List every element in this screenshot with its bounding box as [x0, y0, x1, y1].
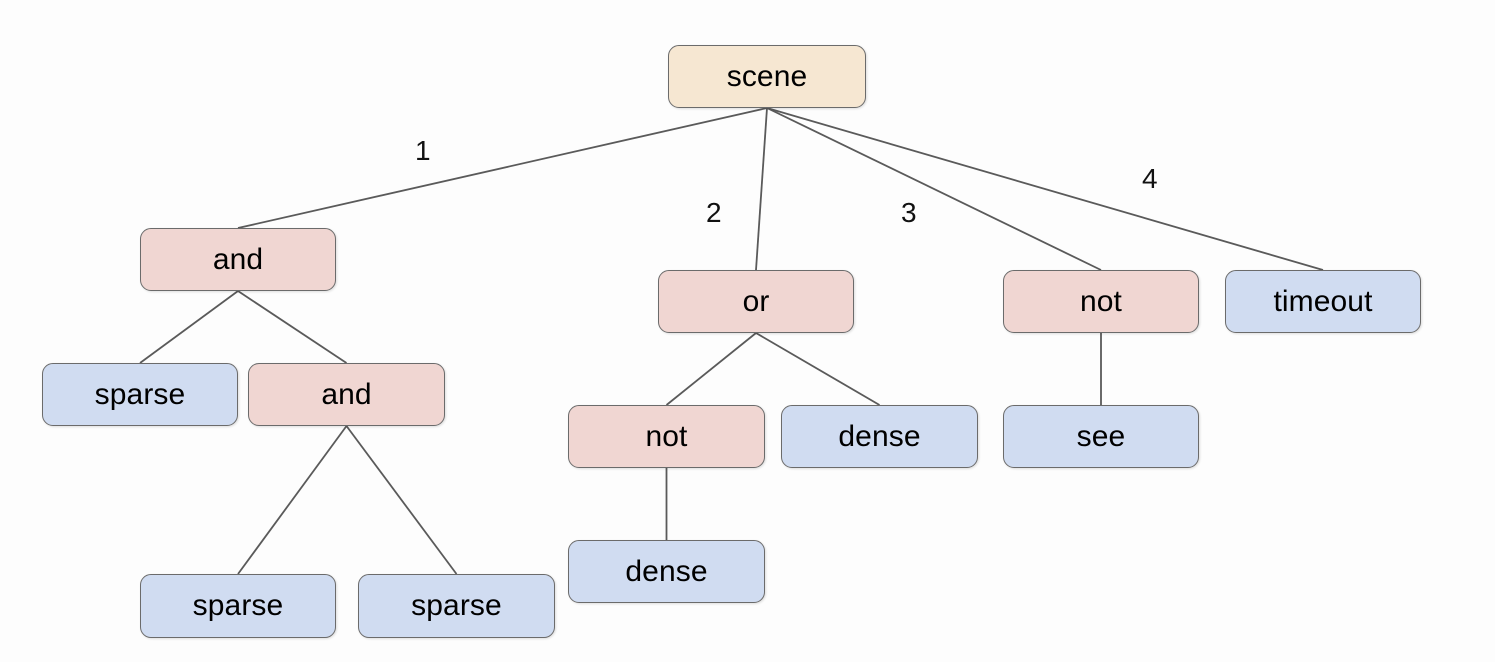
tree-edge — [755, 332, 880, 406]
tree-edge — [237, 425, 348, 575]
tree-edge — [139, 290, 239, 364]
tree-edge — [766, 107, 1324, 271]
tree-node-label: and — [321, 377, 372, 411]
tree-node-not_r[interactable]: not — [1003, 270, 1199, 333]
tree-node-label: sparse — [94, 377, 186, 411]
tree-node-dense_m[interactable]: dense — [781, 405, 978, 468]
tree-edge — [766, 107, 1102, 271]
edge-label-1: 1 — [415, 135, 431, 166]
tree-node-label: and — [212, 242, 264, 276]
tree-node-and1[interactable]: and — [140, 228, 336, 291]
tree-node-see[interactable]: see — [1003, 405, 1199, 468]
tree-edge — [237, 290, 347, 364]
tree-node-label: not — [1079, 284, 1122, 318]
tree-node-label: timeout — [1273, 284, 1373, 318]
tree-node-label: or — [742, 284, 770, 318]
tree-node-label: dense — [838, 419, 921, 453]
edge-label-2: 2 — [706, 197, 722, 228]
tree-edge — [237, 107, 768, 229]
edge-label-4: 4 — [1142, 163, 1158, 194]
tree-edge — [755, 107, 768, 271]
tree-node-or1[interactable]: or — [658, 270, 854, 333]
tree-node-sparse1[interactable]: sparse — [42, 363, 238, 426]
tree-node-label: scene — [726, 59, 808, 93]
tree-node-label: dense — [625, 554, 708, 588]
tree-node-sparse3[interactable]: sparse — [358, 574, 555, 638]
tree-node-and2[interactable]: and — [248, 363, 445, 426]
tree-node-label: sparse — [411, 589, 502, 622]
tree-node-not_m[interactable]: not — [568, 405, 765, 468]
tree-node-dense_b[interactable]: dense — [568, 540, 765, 603]
tree-edge — [665, 332, 757, 406]
tree-node-scene[interactable]: scene — [668, 45, 866, 108]
tree-node-sparse2[interactable]: sparse — [140, 574, 336, 638]
tree-node-label: sparse — [192, 589, 284, 622]
tree-node-label: not — [645, 419, 688, 453]
tree-node-timeout[interactable]: timeout — [1225, 270, 1421, 333]
tree-node-label: see — [1076, 419, 1126, 453]
tree-edge — [345, 425, 458, 575]
edge-label-3: 3 — [901, 197, 917, 228]
